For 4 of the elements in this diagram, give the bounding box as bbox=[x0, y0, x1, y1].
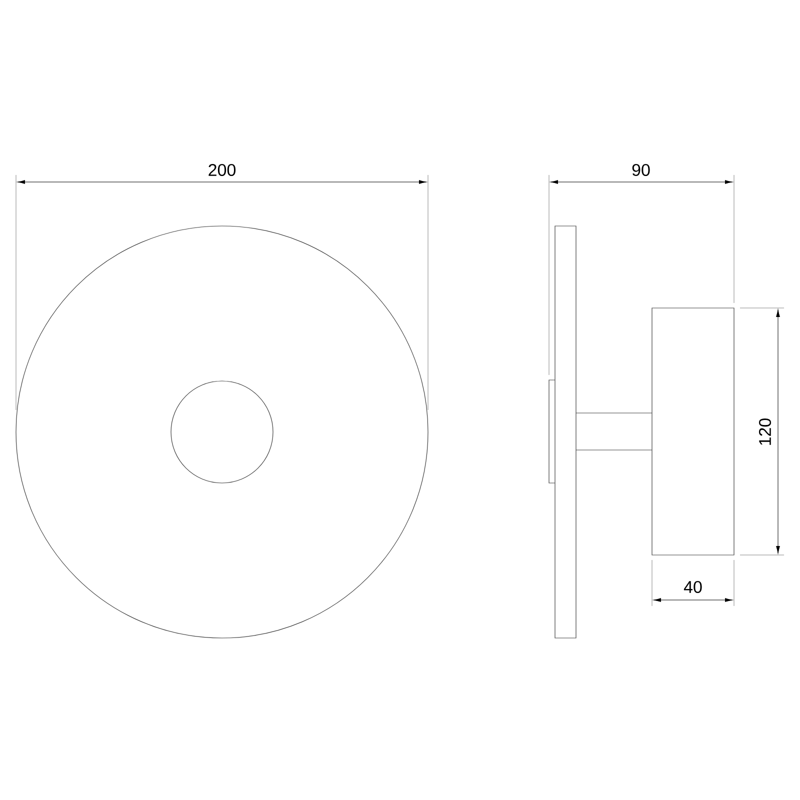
dimension-label: 40 bbox=[684, 580, 702, 594]
dimension-label: 120 bbox=[759, 418, 772, 445]
dimension-label: 90 bbox=[632, 164, 650, 176]
dimension-label: 200 bbox=[208, 164, 236, 176]
